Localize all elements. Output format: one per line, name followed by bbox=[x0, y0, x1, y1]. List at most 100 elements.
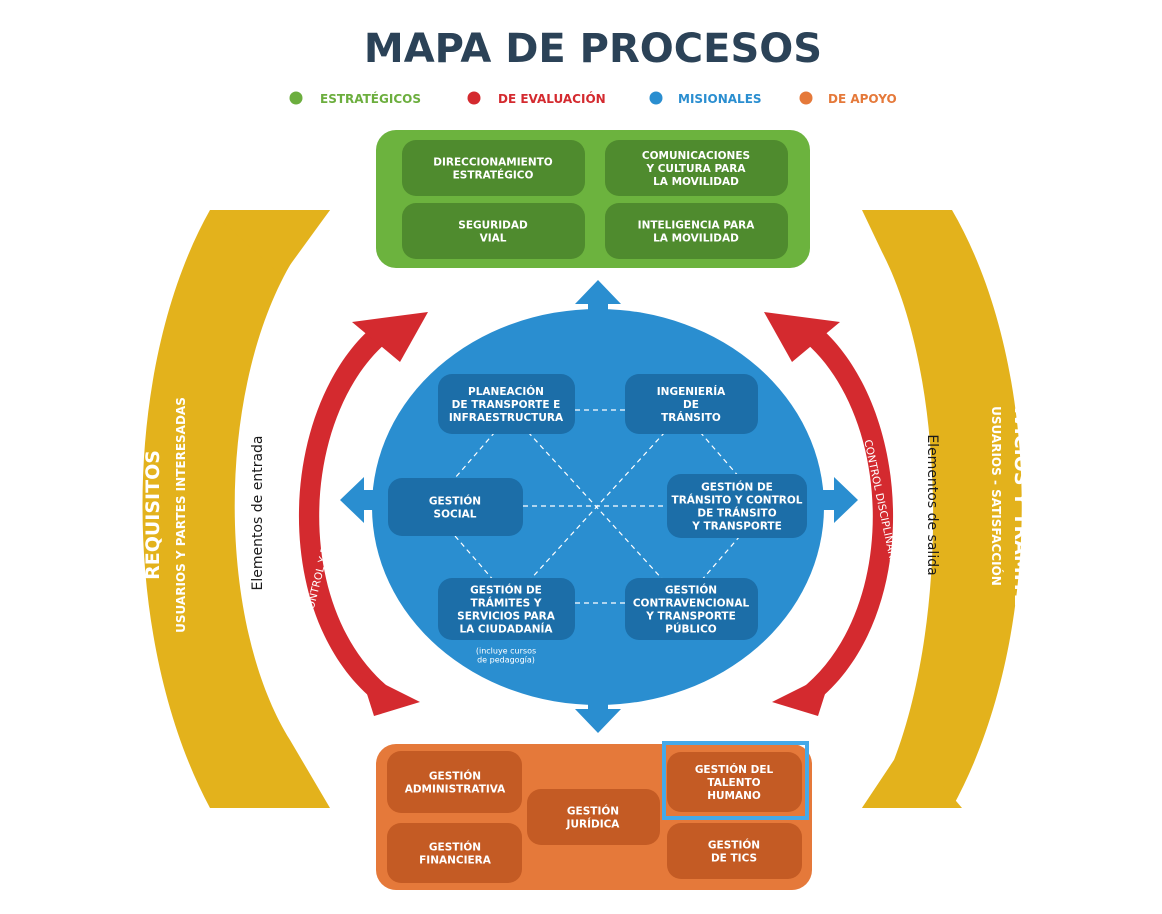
process-label-line: Y TRANSPORTE bbox=[691, 521, 782, 533]
process-label-line: LA MOVILIDAD bbox=[653, 233, 739, 245]
process-label-line: LA MOVILIDAD bbox=[653, 176, 739, 188]
process-label-line: GESTIÓN bbox=[665, 584, 717, 597]
process-label-line: VIAL bbox=[480, 233, 507, 245]
left-side-subtitle: USUARIOS Y PARTES INTERESADAS bbox=[174, 397, 188, 633]
process-label-line: GESTIÓN bbox=[429, 770, 481, 783]
left-red-arc bbox=[298, 322, 392, 702]
selection-highlight bbox=[662, 741, 809, 820]
process-label-line: de pedagogía) bbox=[477, 656, 535, 665]
arrow-right-icon bbox=[816, 477, 858, 523]
arrow-down-icon bbox=[575, 695, 621, 733]
process-label-line: GESTIÓN bbox=[567, 805, 619, 818]
process-label-line: FINANCIERA bbox=[419, 855, 492, 867]
left-red-arrowhead-bottom bbox=[360, 672, 420, 716]
process-label-line: HUMANO bbox=[707, 790, 761, 802]
left-elements-label: Elementos de entrada bbox=[250, 436, 266, 591]
process-label-line: TRÁMITES Y bbox=[471, 597, 542, 610]
process-label-line: SEGURIDAD bbox=[458, 220, 528, 232]
process-label-line: PLANEACIÓN bbox=[468, 385, 544, 398]
process-label-line: DE TRANSPORTE E bbox=[452, 399, 561, 411]
process-label-line: DE TRÁNSITO bbox=[697, 507, 776, 520]
process-label-line: TALENTO bbox=[707, 777, 760, 789]
right-red-arrowhead-top bbox=[764, 312, 840, 362]
left-red-arrowhead-top bbox=[352, 312, 428, 362]
process-label-line: TRÁNSITO bbox=[661, 411, 721, 424]
legend-label-apoyo: DE APOYO bbox=[828, 92, 897, 106]
legend-dot-estrategicos bbox=[289, 91, 303, 105]
legend-dot-apoyo bbox=[799, 91, 813, 105]
process-label-line: GESTIÓN DE bbox=[470, 584, 542, 597]
right-elements-label: Elementos de salida bbox=[924, 434, 940, 575]
process-label-line: DE TICS bbox=[711, 853, 757, 865]
process-label-line: INGENIERÍA bbox=[657, 385, 726, 398]
process-label-line: GESTIÓN bbox=[429, 495, 481, 508]
process-label-line: Y CULTURA PARA bbox=[645, 163, 746, 175]
process-label-line: ADMINISTRATIVA bbox=[405, 784, 506, 796]
process-label-line: GESTIÓN DE bbox=[701, 481, 773, 494]
process-label-line: SERVICIOS PARA bbox=[457, 611, 556, 623]
process-label-line: LA CIUDADANÍA bbox=[459, 623, 553, 636]
right-services-arrow: SERVICIOS Y TRÁMITES USUARIOS - SATISFAC… bbox=[862, 210, 1033, 808]
blue-direction-arrows bbox=[340, 280, 858, 733]
legend-label-evaluacion: DE EVALUACIÓN bbox=[498, 91, 606, 106]
right-red-arrowhead-bottom bbox=[772, 672, 832, 716]
process-label-line: INFRAESTRUCTURA bbox=[449, 412, 564, 424]
process-label-line: TRÁNSITO Y CONTROL bbox=[672, 494, 803, 507]
legend-label-misionales: MISIONALES bbox=[678, 92, 762, 106]
legend-dot-misionales bbox=[649, 91, 663, 105]
legend-label-estrategicos: ESTRATÉGICOS bbox=[320, 91, 421, 106]
process-label-line: JURÍDICA bbox=[566, 818, 621, 831]
left-side-title: REQUISITOS bbox=[142, 450, 164, 580]
process-label-line: (incluye cursos bbox=[476, 647, 536, 656]
right-side-subtitle: USUARIOS - SATISFACCIÓN bbox=[989, 406, 1004, 586]
process-label-line: ESTRATÉGICO bbox=[453, 169, 534, 182]
left-yellow-arc bbox=[142, 210, 330, 808]
legend: ESTRATÉGICOS DE EVALUACIÓN MISIONALES DE… bbox=[289, 91, 897, 106]
right-yellow-arrowhead bbox=[862, 742, 962, 808]
process-label-line: Y TRANSPORTE bbox=[645, 611, 736, 623]
right-yellow-arc bbox=[862, 210, 1022, 808]
process-label-line: GESTIÓN bbox=[708, 839, 760, 852]
process-label-line: GESTIÓN bbox=[429, 841, 481, 854]
process-label-line: INTELIGENCIA PARA bbox=[638, 220, 756, 232]
left-requirements-arrow: REQUISITOS USUARIOS Y PARTES INTERESADAS… bbox=[142, 210, 330, 808]
right-red-arc bbox=[800, 322, 894, 702]
process-label-line: CONTRAVENCIONAL bbox=[633, 598, 750, 610]
page-title: MAPA DE PROCESOS bbox=[364, 26, 822, 72]
process-label-line: DE bbox=[683, 399, 699, 411]
